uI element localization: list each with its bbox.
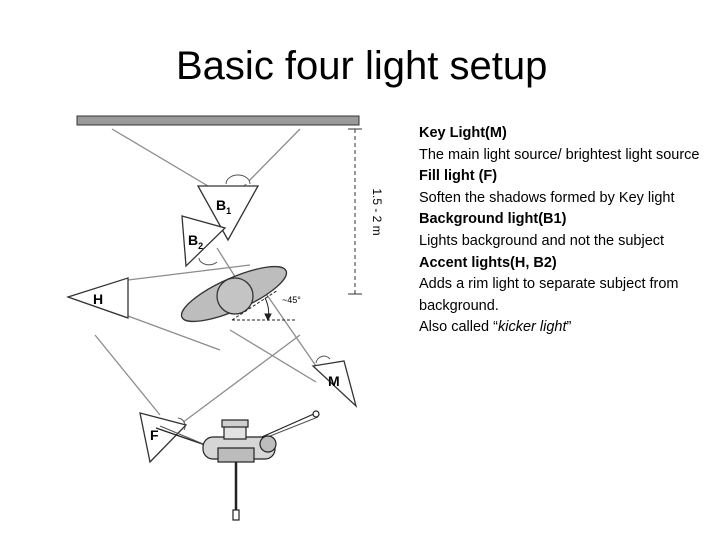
subject <box>180 265 288 323</box>
background-light-item: Background light(B1) Lights background a… <box>419 209 719 252</box>
key-light-text: The main light source/ brightest light s… <box>419 146 700 163</box>
kicker-note-emphasis: kicker light <box>497 319 567 336</box>
angle-label: ~45° <box>282 295 301 305</box>
key-light-item: Key Light(M) The main light source/ brig… <box>419 123 719 166</box>
h-label: H <box>93 291 103 307</box>
kicker-note-suffix: ” <box>566 319 572 336</box>
b2-label: B2 <box>188 232 203 251</box>
fill-light-heading: Fill light (F) <box>419 168 498 185</box>
kicker-note: Also called “kicker light” <box>419 317 719 339</box>
light-descriptions: Key Light(M) The main light source/ brig… <box>419 123 719 339</box>
slide-title: Basic four light setup <box>176 44 548 88</box>
light-b2: B2 <box>181 215 227 268</box>
m-label: M <box>328 373 340 389</box>
key-light-heading: Key Light(M) <box>419 125 507 141</box>
background-light-text: Lights background and not the subject <box>419 232 665 249</box>
light-f: F <box>139 412 188 464</box>
accent-lights-heading: Accent lights(H, B2) <box>419 254 557 271</box>
distance-label: 1.5 - 2 m <box>370 188 384 235</box>
camera <box>155 410 320 521</box>
b1-label: B1 <box>216 197 231 216</box>
angle-indicator <box>231 289 296 322</box>
distance-dimension <box>348 128 362 295</box>
accent-lights-text: Adds a rim light to separate subject fro… <box>419 276 679 314</box>
background-light-heading: Background light(B1) <box>419 211 567 228</box>
light-b1: B1 <box>196 174 260 242</box>
fill-light-text: Soften the shadows formed by Key light <box>419 189 675 206</box>
fill-light-item: Fill light (F) Soften the shadows formed… <box>419 166 719 209</box>
accent-lights-item: Accent lights(H, B2) Adds a rim light to… <box>419 253 719 318</box>
f-label: F <box>150 427 159 443</box>
kicker-note-prefix: Also called “ <box>419 319 498 336</box>
light-h: H <box>65 277 129 319</box>
background-wall <box>76 115 360 126</box>
light-m: M <box>311 355 358 409</box>
